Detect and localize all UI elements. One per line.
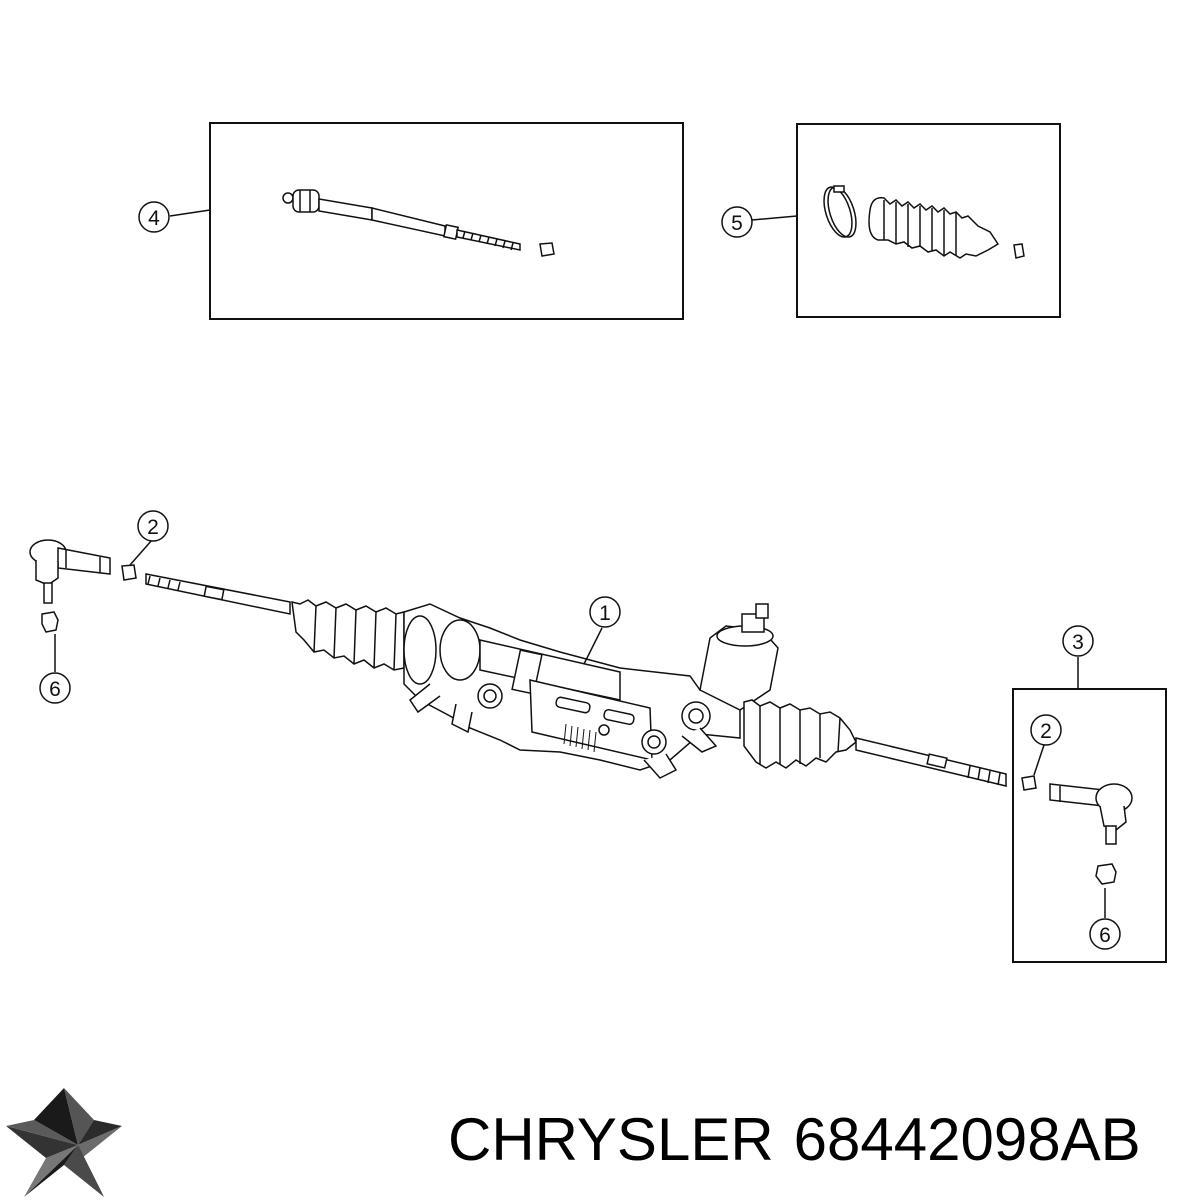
part-number: 68442098AB (793, 1106, 1141, 1173)
steering-gear-assembly (29, 539, 1007, 787)
boot-kit-panel: 5 (721, 123, 1061, 318)
outer-tie-rod-end-panel (1012, 657, 1167, 963)
svg-text:6: 6 (1099, 924, 1111, 947)
svg-text:4: 4 (148, 207, 160, 230)
left-lower-nut (41, 611, 59, 633)
left-nut (121, 564, 137, 581)
callout-6-right: 6 (1089, 918, 1121, 950)
right-outer-tie-rod-end (1049, 783, 1133, 845)
callout-2-right: 2 (1030, 714, 1062, 746)
chrysler-pentastar-logo-icon (6, 1088, 122, 1197)
callout-5: 5 (721, 206, 753, 238)
svg-text:3: 3 (1072, 631, 1084, 654)
inner-tie-rod-part (282, 189, 555, 257)
svg-text:1: 1 (599, 602, 611, 625)
callout-2-left: 2 (137, 510, 169, 542)
callout-6-left: 6 (39, 672, 71, 704)
svg-text:2: 2 (147, 516, 159, 539)
svg-text:6: 6 (49, 678, 61, 701)
brand-name: CHRYSLER (448, 1106, 774, 1173)
left-outer-tie-rod-end (29, 539, 111, 604)
right-nut (1021, 775, 1037, 791)
callout-leaders (54, 539, 603, 672)
callout-3: 3 (1062, 625, 1094, 657)
boot-kit-part (823, 185, 1025, 259)
callout-4: 4 (138, 201, 170, 233)
inner-tie-rod-panel: 4 (138, 122, 684, 320)
svg-text:2: 2 (1040, 720, 1052, 743)
callout-1: 1 (589, 596, 621, 628)
right-lower-nut (1095, 863, 1117, 885)
svg-text:5: 5 (731, 212, 743, 235)
